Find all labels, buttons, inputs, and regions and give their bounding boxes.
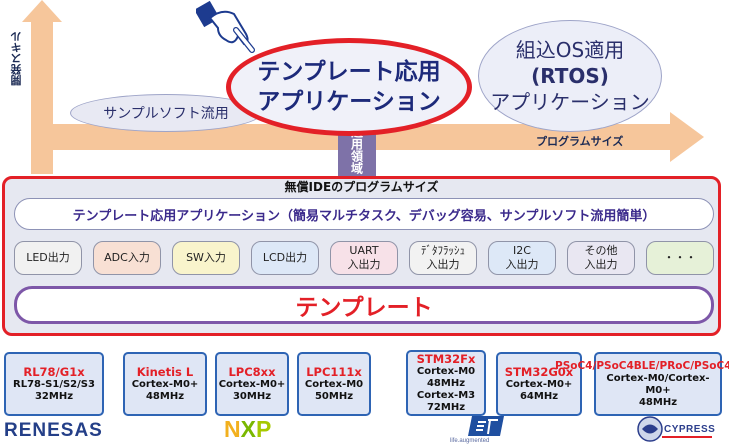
main-bubble-line-2: アプリケーション [257, 89, 441, 115]
chip-spec: 30MHz [232, 390, 272, 402]
module-other: その他 入出力 [567, 241, 635, 275]
x-axis-arrow-head [670, 112, 704, 162]
chip-spec: 48MHz [426, 377, 466, 389]
chip-stm32fx: STM32Fx Cortex-M0 48MHz Cortex-M3 72MHz [406, 350, 486, 416]
chip-spec: Cortex-M0 [416, 365, 476, 377]
x-axis-label: プログラムサイズ [536, 135, 624, 148]
chip-lpc8xx: LPC8xx Cortex-M0+ 30MHz [215, 352, 289, 416]
chip-name: PSoC4/PSoC4BLE/PRoC/PSoC4000S [555, 359, 729, 372]
chip-spec: Cortex-M0+ [505, 378, 573, 390]
chip-psoc4: PSoC4/PSoC4BLE/PRoC/PSoC4000S Cortex-M0/… [555, 352, 729, 416]
sample-software-bubble: サンプルソフト流用 [70, 94, 262, 132]
module-line-2: 入出力 [426, 258, 460, 271]
rtos-line-3: アプリケーション [490, 90, 650, 114]
rtos-line-2: (RTOS) [531, 64, 609, 88]
chip-name: STM32G0x [504, 364, 574, 379]
y-axis-arrow [31, 14, 53, 174]
pointing-hand-icon [196, 0, 255, 53]
nxp-logo-p: P [255, 416, 272, 442]
template-application-bubble: テンプレート応用 アプリケーション [226, 38, 472, 136]
module-line-2: 入出力 [584, 258, 618, 271]
module-led: LED出力 [14, 241, 82, 275]
nxp-logo: NXP [224, 416, 271, 443]
main-bubble-line-1: テンプレート応用 [257, 59, 441, 85]
module-uart: UART 入出力 [330, 241, 398, 275]
cypress-logo-icon [637, 416, 712, 442]
chip-spec: 64MHz [519, 390, 559, 402]
chip-name: LPC8xx [228, 364, 276, 379]
module-adc: ADC入力 [93, 241, 161, 275]
ide-box-title: 無償IDEのプログラムサイズ [284, 180, 439, 194]
template-bar: テンプレート [14, 286, 714, 324]
template-application-bar: テンプレート応用アプリケーション（簡易マルチタスク、デバッグ容易、サンプルソフト… [14, 198, 714, 230]
module-line-1: LCD出力 [262, 251, 308, 264]
module-line-1: その他 [584, 244, 618, 257]
module-line-1: ﾃﾞﾀﾌﾗｯｼｭ [421, 244, 465, 257]
y-axis-arrow-head [22, 0, 62, 22]
chip-spec: 48MHz [145, 390, 185, 402]
chip-kinetis: Kinetis L Cortex-M0+ 48MHz [123, 352, 207, 416]
module-line-1: SW入力 [186, 251, 226, 264]
module-line-1: I2C [513, 244, 531, 257]
chip-rl78: RL78/G1x RL78-S1/S2/S3 32MHz [4, 352, 104, 416]
rtos-application-bubble: 組込OS適用 (RTOS) アプリケーション [478, 20, 662, 132]
module-line-1: ADC入力 [104, 251, 150, 264]
st-tagline: life.augmented [450, 438, 490, 444]
chip-spec: Cortex-M3 [416, 389, 476, 401]
chip-name: RL78/G1x [23, 364, 85, 379]
chip-name: STM32Fx [416, 351, 476, 366]
st-logo-icon [468, 416, 504, 436]
nxp-logo-n: N [224, 416, 241, 442]
chip-name: LPC111x [306, 364, 362, 379]
module-more: ・・・ [646, 241, 714, 275]
module-line-1: ・・・ [663, 251, 697, 264]
chip-lpc111x: LPC111x Cortex-M0 50MHz [297, 352, 371, 416]
module-line-2: 入出力 [505, 258, 539, 271]
chip-spec: Cortex-M0/Cortex-M0+ [606, 372, 710, 396]
chip-spec: 72MHz [426, 401, 466, 413]
chip-stm32g0x: STM32G0x Cortex-M0+ 64MHz [496, 352, 582, 416]
y-axis-label: 開発スキル [10, 31, 23, 87]
cypress-logo-text: CYPRESS [664, 424, 716, 435]
module-line-1: UART [349, 244, 379, 257]
module-sw: SW入力 [172, 241, 240, 275]
chip-spec: 50MHz [314, 390, 354, 402]
chip-spec: RL78-S1/S2/S3 [13, 378, 95, 390]
module-lcd: LCD出力 [251, 241, 319, 275]
rtos-line-1: 組込OS適用 [515, 38, 625, 62]
module-i2c: I2C 入出力 [488, 241, 556, 275]
chip-spec: Cortex-M0+ [218, 378, 286, 390]
chip-name: Kinetis L [136, 364, 194, 379]
module-line-2: 入出力 [347, 258, 381, 271]
module-dataflash: ﾃﾞﾀﾌﾗｯｼｭ 入出力 [409, 241, 477, 275]
renesas-logo: RENESAS [4, 420, 103, 441]
nxp-logo-x: X [240, 416, 256, 442]
chip-spec: 32MHz [34, 390, 74, 402]
module-line-1: LED出力 [26, 251, 70, 264]
chip-spec: 48MHz [638, 396, 678, 408]
chip-spec: Cortex-M0+ [131, 378, 199, 390]
chip-spec: Cortex-M0 [304, 378, 364, 390]
applicable-area-label: 適用領域 [349, 126, 364, 174]
